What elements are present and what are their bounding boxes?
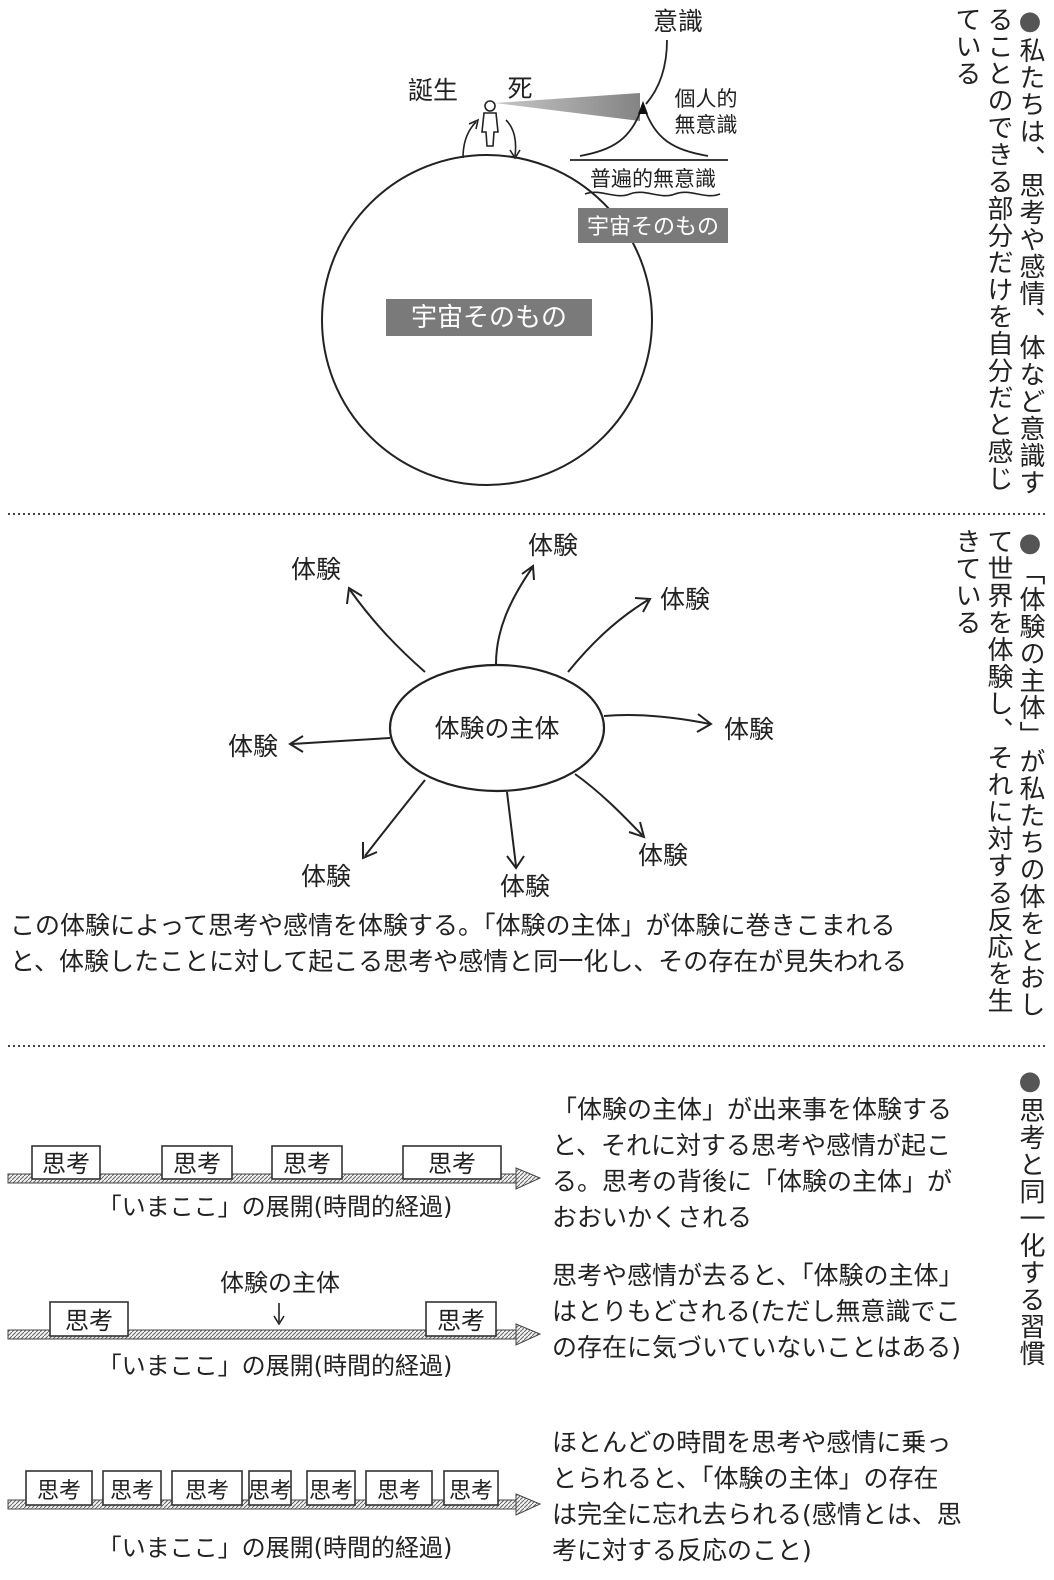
thought-label: 思考 (110, 1479, 154, 1504)
experience-label-upper-left: 体験 (291, 555, 341, 584)
thought-box (443, 1470, 499, 1506)
timeline-arrowhead (515, 1323, 542, 1346)
experience-label-left: 体験 (228, 732, 278, 761)
experience-arrow-lower-left (364, 779, 426, 857)
label-death: 死 (507, 74, 532, 103)
thought-label: 思考 (309, 1479, 353, 1504)
experience-label-up: 体験 (528, 531, 578, 560)
experience-label-lower-right: 体験 (638, 841, 688, 870)
thought-box (171, 1470, 243, 1506)
consciousness-pointer (645, 39, 668, 105)
experience-arrow-up (495, 567, 533, 665)
label-birth: 誕生 (408, 76, 458, 105)
thought-box (402, 1145, 502, 1180)
bullet-icon: ● (1015, 528, 1045, 559)
universal-unconscious-wave (584, 191, 721, 197)
universe-label-small-bg (578, 208, 728, 243)
thought-label: 思考 (173, 1150, 221, 1178)
thought-label: 思考 (283, 1150, 331, 1178)
experience-label-right: 体験 (724, 715, 774, 744)
label-personal-unconscious-2: 無意識 (675, 113, 738, 137)
timeline-caption: 「いまここ」の展開(時間的経過) (97, 1193, 453, 1221)
section1-side-text: ●私たちは、思考や感情、体など意識することのできる部分だけを自分だと感じている (950, 6, 1046, 498)
label-personal-unconscious-1: 個人的 (675, 87, 738, 111)
thought-box (25, 1470, 93, 1506)
label-consciousness: 意識 (653, 7, 703, 36)
thought-label: 思考 (437, 1307, 485, 1335)
experience-arrow-left (291, 737, 391, 745)
consciousness-beam (495, 93, 640, 121)
thought-box (161, 1145, 233, 1180)
section2-side-text: ●「体験の主体」が私たちの体をとおして世界を体験し、それに対する反応を生きている (950, 528, 1046, 1018)
thought-box (271, 1145, 343, 1180)
experience-label-lower-left: 体験 (301, 862, 351, 891)
thought-box (306, 1470, 356, 1506)
thought-label: 思考 (248, 1479, 292, 1504)
thought-label: 思考 (42, 1150, 90, 1178)
timeline-caption: 「いまここ」の展開(時間的経過) (97, 1352, 453, 1380)
timeline-arrowhead (515, 1493, 542, 1516)
experience-label-down: 体験 (500, 872, 550, 901)
thought-label: 思考 (428, 1150, 476, 1178)
timeline-description-2: 思考や感情が去ると、「体験の主体」はとりもどされる(ただし無意識でこの存在に気づ… (552, 1261, 962, 1362)
label-universe-small: 宇宙そのもの (587, 215, 719, 240)
universe-label-large-bg (386, 299, 592, 336)
birth-arrow (462, 121, 477, 159)
thought-label: 思考 (37, 1479, 81, 1504)
experience-arrow-down (506, 791, 517, 867)
timeline-description-3: ほとんどの時間を思考や感情に乗っとられると、「体験の主体」の存在は完全に忘れ去ら… (552, 1428, 962, 1565)
subject-label: 体験の主体 (220, 1269, 340, 1297)
experience-arrow-lower-right (574, 773, 643, 836)
timeline-description-1: 「体験の主体」が出来事を体験すると、それに対する思考や感情が起こる。思考の背後に… (552, 1095, 953, 1232)
thought-box (49, 1301, 129, 1337)
experiencing-subject-ellipse (388, 663, 606, 793)
label-universal-unconscious: 普遍的無意識 (590, 167, 716, 191)
experience-label-upper-right: 体験 (660, 585, 710, 614)
section3-side-text: ●思考と同一化する習慣 (1014, 1066, 1046, 1566)
label-universe-large: 宇宙そのもの (411, 303, 567, 333)
thought-box (248, 1470, 292, 1506)
thought-box (31, 1145, 101, 1180)
section3-side-text-body: 思考と同一化する習慣 (1015, 1097, 1045, 1367)
bullet-icon: ● (1015, 6, 1045, 37)
timeline-caption: 「いまここ」の展開(時間的経過) (97, 1534, 453, 1562)
person-figure (481, 100, 499, 147)
universe-circle (321, 154, 653, 486)
thought-label: 思考 (377, 1479, 421, 1504)
thought-box (425, 1301, 497, 1337)
experience-arrow-upper-left (349, 589, 426, 673)
consciousness-peak-tip (638, 101, 648, 114)
thought-label: 思考 (65, 1307, 113, 1335)
experience-arrow-right (603, 714, 711, 725)
thought-label: 思考 (185, 1479, 229, 1504)
timeline-arrowhead (515, 1167, 542, 1190)
experience-arrow-upper-right (567, 599, 649, 673)
experiencing-subject-label: 体験の主体 (434, 714, 559, 743)
thought-box (365, 1470, 433, 1506)
section2-side-text-body: 「体験の主体」が私たちの体をとおして世界を体験し、それに対する反応を生きている (951, 528, 1045, 1018)
bullet-icon: ● (1015, 1066, 1045, 1097)
experience-paragraph: この体験によって思考や感情を体験する。「体験の主体」が体験に巻きこまれると、体験… (10, 911, 908, 976)
death-arrow (505, 119, 517, 157)
thought-label: 思考 (449, 1479, 493, 1504)
thought-box (102, 1470, 162, 1506)
section1-side-text-body: 私たちは、思考や感情、体など意識することのできる部分だけを自分だと感じている (951, 6, 1045, 496)
